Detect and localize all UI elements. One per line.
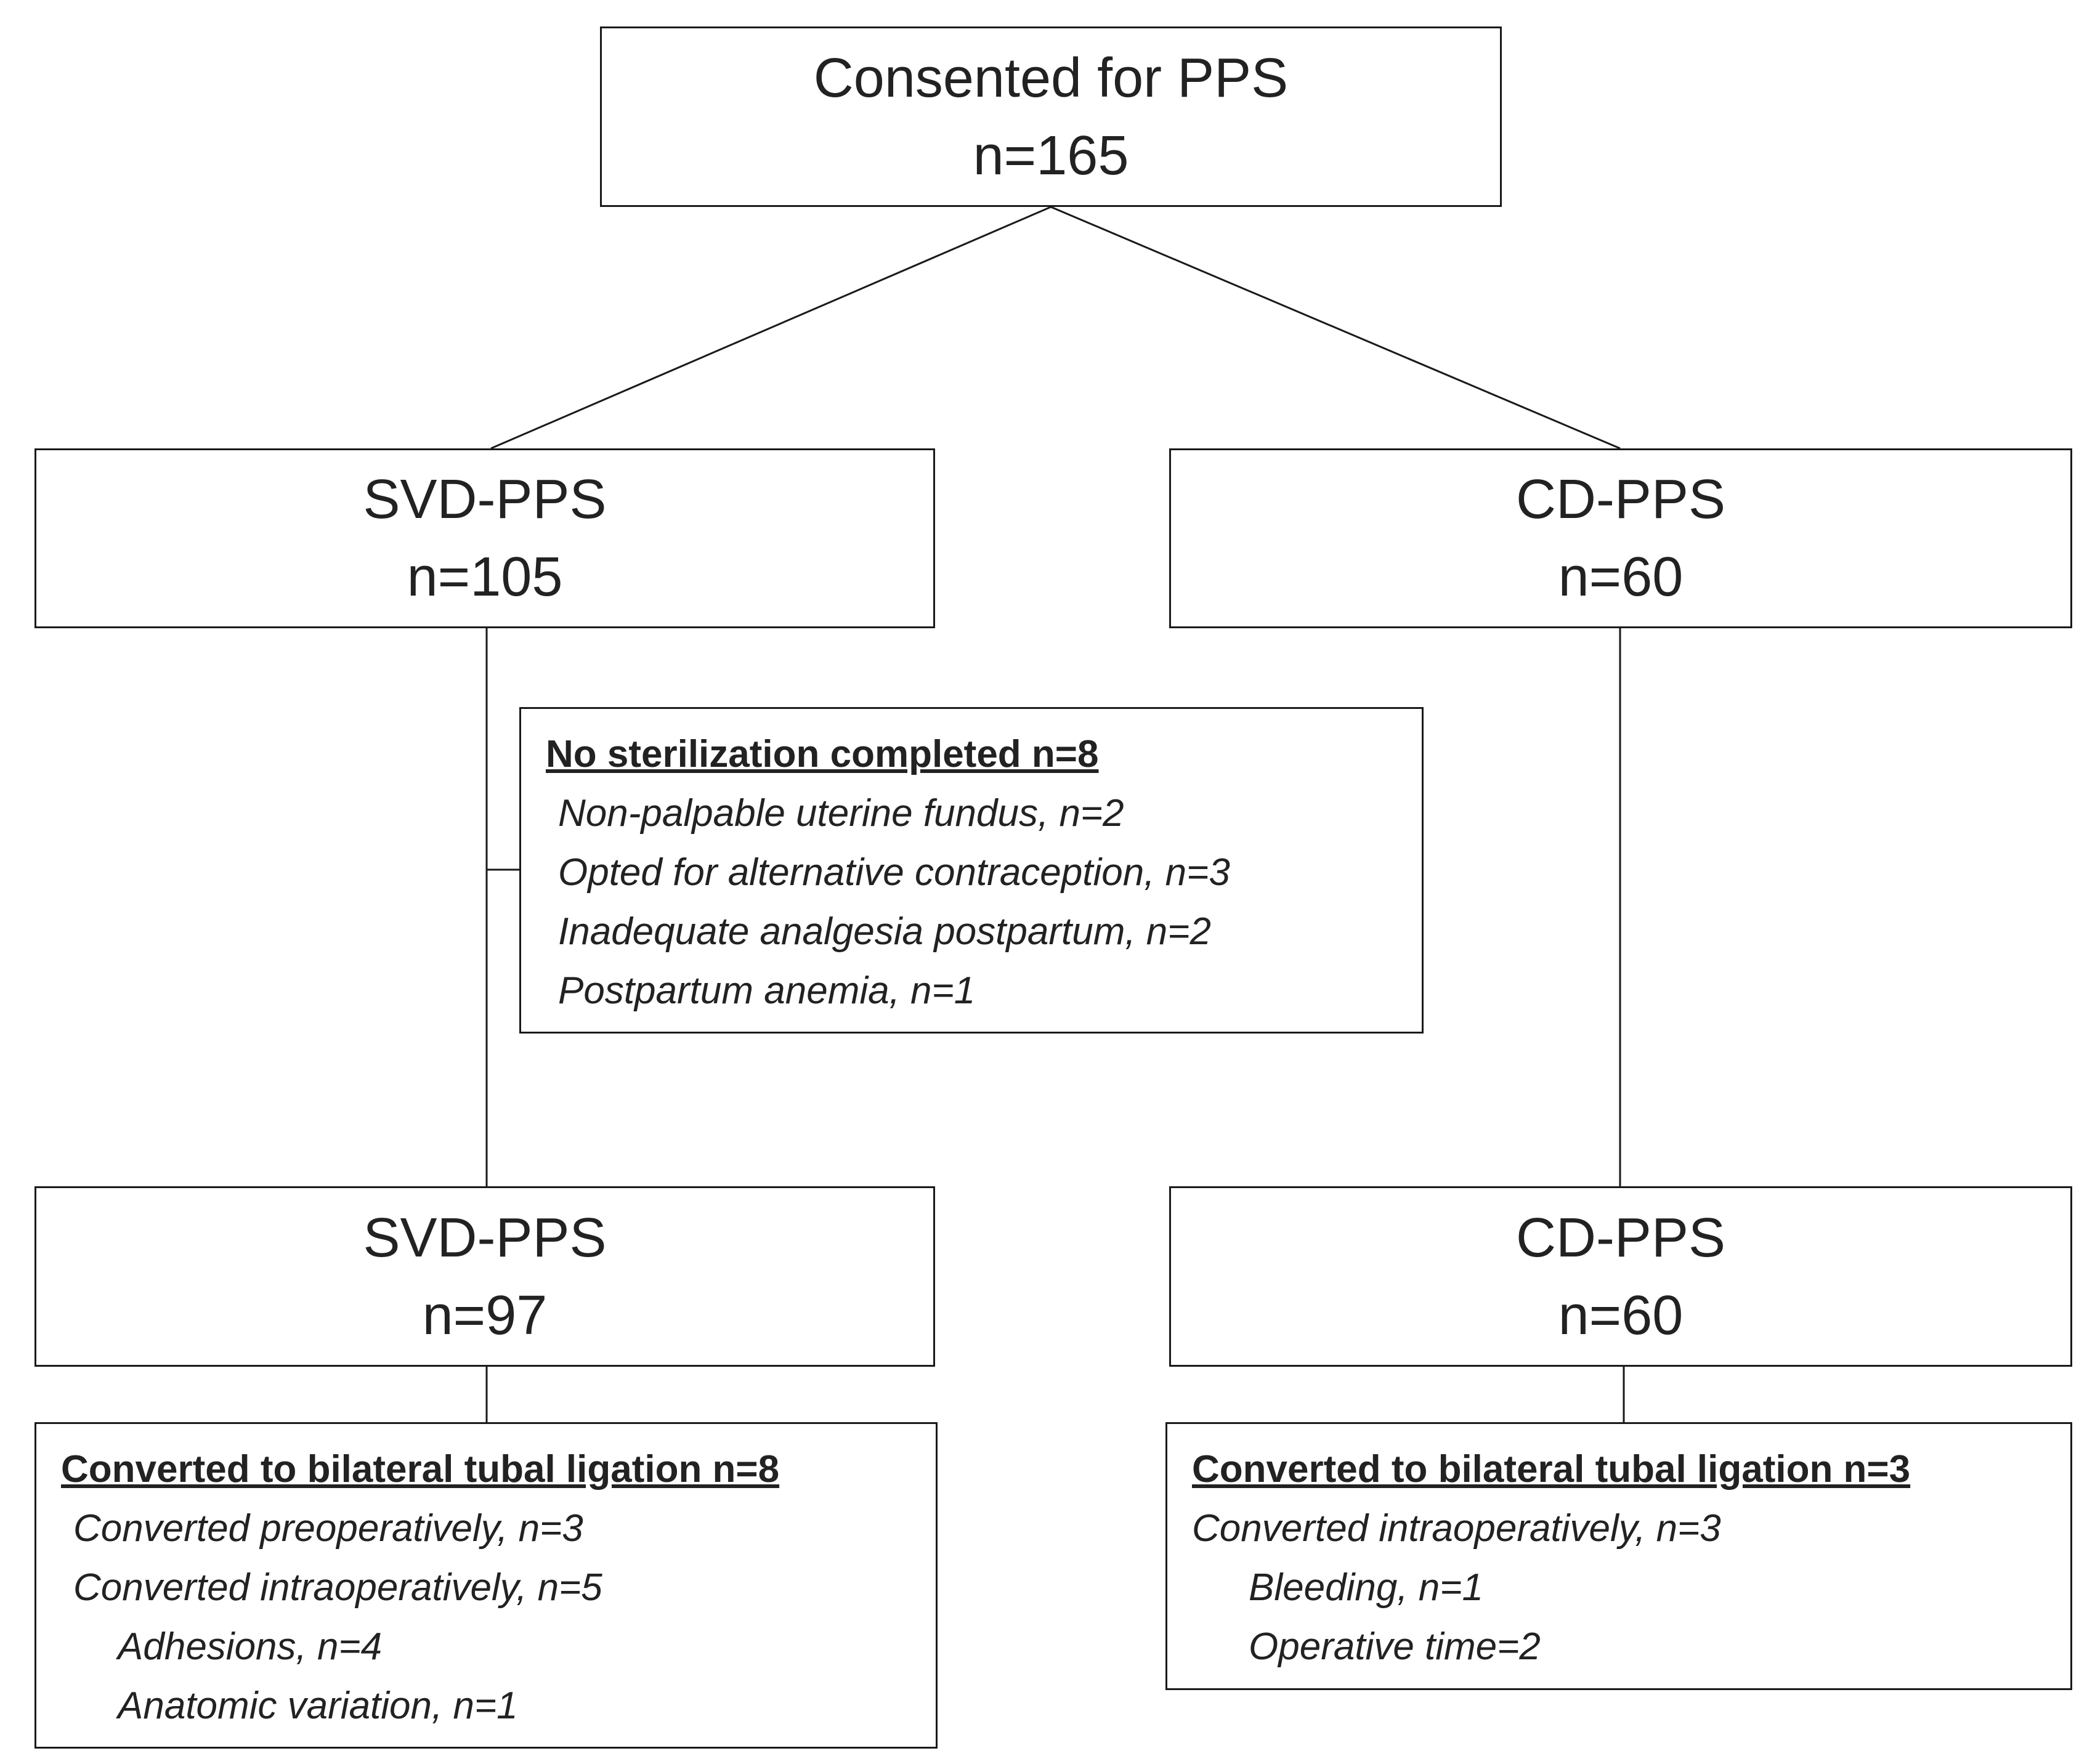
conversion-item: Converted intraoperatively, n=3 (1192, 1507, 1721, 1550)
consented-title: Consented for PPS (813, 47, 1289, 109)
cd-converted-heading: Converted to bilateral tubal ligation n=… (1192, 1448, 1911, 1491)
svd-pps-title: SVD-PPS (363, 469, 607, 530)
consented-count: n=165 (973, 124, 1129, 187)
connector-top-to-cd (1050, 206, 1621, 450)
cd-pps-box: CD-PPS n=60 (1169, 448, 2072, 628)
cd-pps-count: n=60 (1558, 546, 1684, 608)
svd-pps-final-count: n=97 (422, 1284, 548, 1346)
reason-item: Postpartum anemia, n=1 (558, 969, 976, 1012)
svd-pps-final-title: SVD-PPS (363, 1207, 607, 1269)
connector-top-to-svd (490, 206, 1052, 450)
no-sterilization-box: No sterilization completed n=8 Non-palpa… (519, 707, 1424, 1034)
cd-pps-final-box: CD-PPS n=60 (1169, 1186, 2072, 1367)
conversion-subitem: Adhesions, n=4 (118, 1625, 383, 1668)
no-sterilization-heading: No sterilization completed n=8 (546, 733, 1099, 775)
conversion-item: Converted intraoperatively, n=5 (73, 1566, 602, 1609)
cd-pps-final-title: CD-PPS (1515, 1207, 1726, 1269)
svd-pps-final-box: SVD-PPS n=97 (34, 1186, 935, 1367)
consented-box: Consented for PPS n=165 (600, 26, 1502, 207)
cd-pps-final-count: n=60 (1558, 1284, 1684, 1346)
svd-converted-heading: Converted to bilateral tubal ligation n=… (61, 1448, 780, 1491)
reason-item: Non-palpable uterine fundus, n=2 (558, 792, 1124, 835)
svd-pps-box: SVD-PPS n=105 (34, 448, 935, 628)
cd-converted-box: Converted to bilateral tubal ligation n=… (1165, 1422, 2072, 1690)
svd-converted-box: Converted to bilateral tubal ligation n=… (34, 1422, 938, 1749)
conversion-subitem: Anatomic variation, n=1 (118, 1685, 518, 1727)
conversion-item: Converted preoperatively, n=3 (73, 1507, 583, 1550)
cd-pps-title: CD-PPS (1515, 469, 1726, 530)
conversion-subitem: Operative time=2 (1249, 1625, 1541, 1668)
reason-item: Inadequate analgesia postpartum, n=2 (558, 910, 1211, 953)
svd-pps-count: n=105 (407, 546, 563, 608)
reason-item: Opted for alternative contraception, n=3 (558, 851, 1230, 894)
conversion-subitem: Bleeding, n=1 (1249, 1566, 1483, 1609)
